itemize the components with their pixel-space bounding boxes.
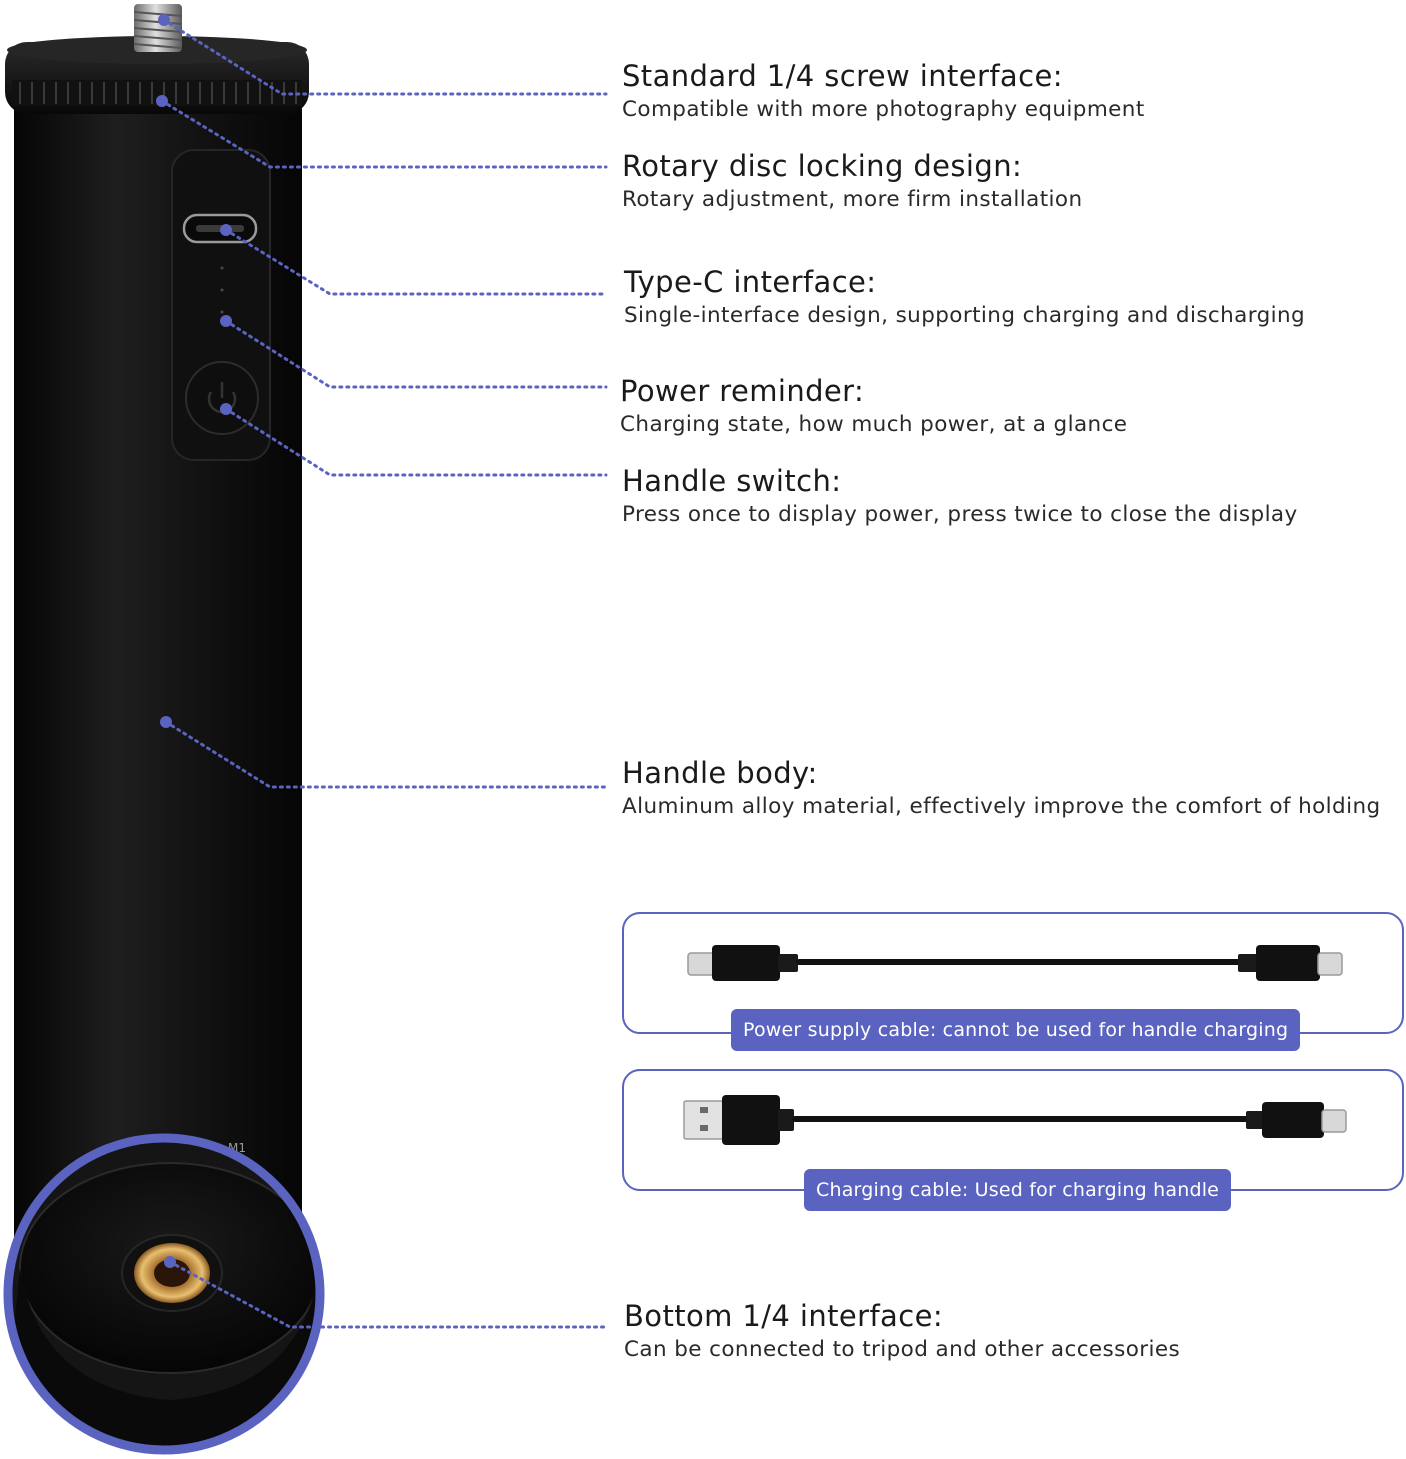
feature-switch: Handle switch: Press once to display pow… [622,463,1298,530]
feature-title: Standard 1/4 screw interface: [622,59,1063,93]
feature-disc: Rotary disc locking design: Rotary adjus… [622,148,1083,215]
feature-title: Rotary disc locking design: [622,149,1023,183]
feature-title: Power reminder: [620,374,865,408]
feature-desc: Rotary adjustment, more firm installatio… [622,187,1083,212]
disc-knurling [19,82,297,104]
feature-bottom: Bottom 1/4 interface: Can be connected t… [624,1298,1180,1365]
feature-desc: Press once to display power, press twice… [622,502,1298,527]
feature-typec: Type-C interface: Single-interface desig… [624,264,1305,331]
feature-title: Handle switch: [622,464,842,498]
feature-desc: Charging state, how much power, at a gla… [620,412,1128,437]
callout-line-bottom [168,1260,608,1329]
cable-label-power-supply: Power supply cable: cannot be used for h… [731,1009,1301,1051]
callout-line-screw [162,18,608,96]
callout-line-disc [160,99,608,169]
callout-line-typec [224,228,608,296]
usb-c-to-usb-c-cable-icon [687,945,1343,981]
feature-power: Power reminder: Charging state, how much… [620,373,1127,440]
usb-a-to-usb-c-cable-icon [683,1095,1347,1145]
feature-desc: Single-interface design, supporting char… [624,303,1306,328]
callout-dots [156,14,232,1268]
feature-desc: Can be connected to tripod and other acc… [624,1337,1181,1362]
screw-icon [133,4,183,52]
led-indicator-icon [220,266,224,314]
feature-title: Type-C interface: [624,265,877,299]
feature-screw: Standard 1/4 screw interface: Compatible… [622,58,1145,125]
callout-line-power [224,319,608,389]
feature-body: Handle body: Aluminum alloy material, ef… [622,755,1381,822]
cable-label-charging: Charging cable: Used for charging handle [804,1169,1232,1211]
callout-line-body [164,720,608,789]
feature-title: Bottom 1/4 interface: [624,1299,943,1333]
callout-line-switch [224,407,608,477]
callout-lines [160,18,608,1329]
feature-title: Handle body: [622,756,818,790]
feature-desc: Aluminum alloy material, effectively imp… [622,794,1381,819]
feature-desc: Compatible with more photography equipme… [622,97,1145,122]
power-button-icon [185,361,259,435]
